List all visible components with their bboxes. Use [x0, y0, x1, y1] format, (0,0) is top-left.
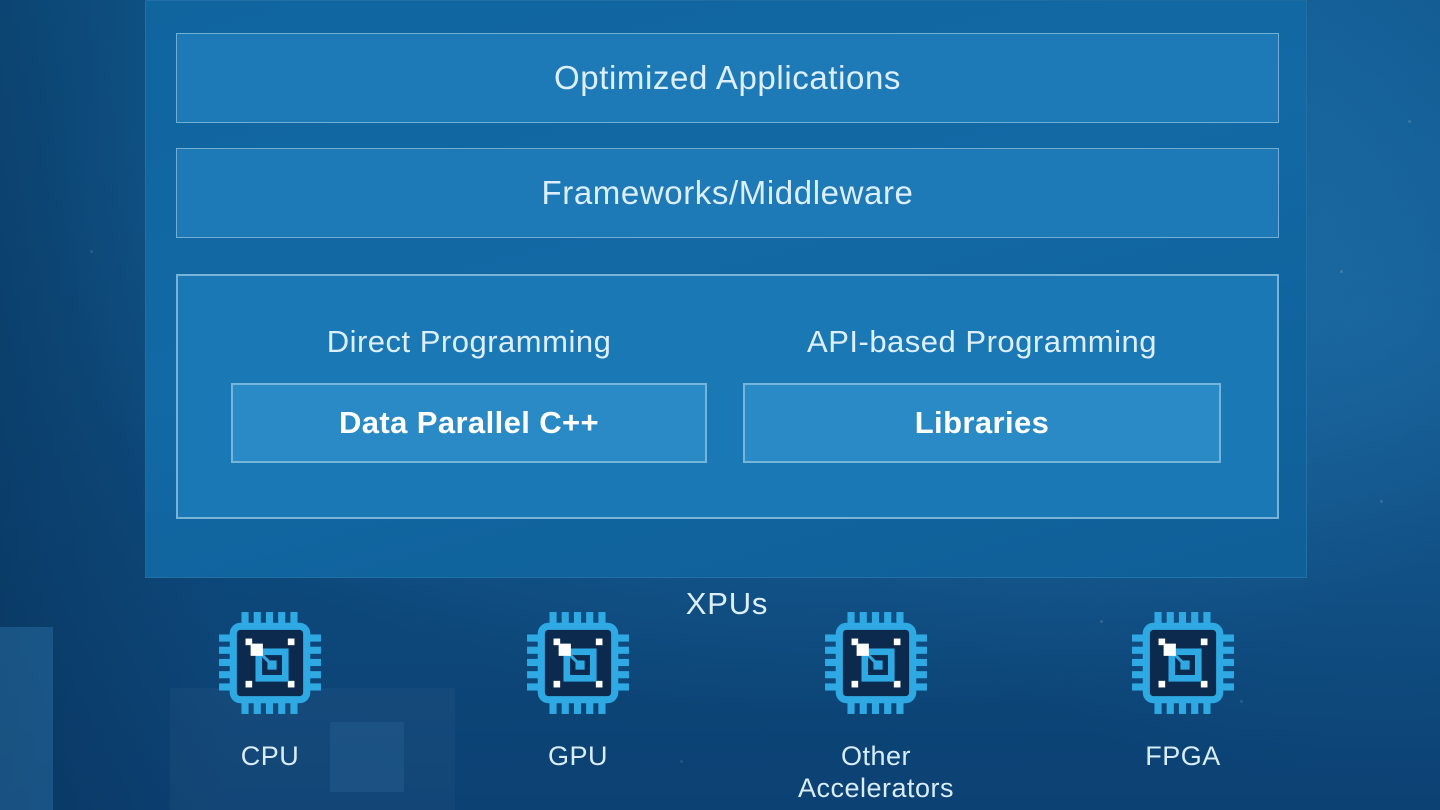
background-speckles	[0, 0, 3, 3]
data-parallel-cpp-label: Data Parallel C++	[338, 405, 600, 440]
data-parallel-cpp-box: Data Parallel C++	[231, 383, 707, 463]
decorative-rectangle	[0, 627, 53, 810]
libraries-box: Libraries	[743, 383, 1221, 463]
processor-chip-icon	[825, 612, 927, 714]
layer-programming-models: Direct Programming API-based Programming…	[176, 274, 1279, 519]
libraries-label: Libraries	[914, 405, 1050, 440]
direct-programming-heading: Direct Programming	[326, 324, 612, 359]
api-based-programming-heading: API-based Programming	[807, 324, 1157, 359]
xpus-title: XPUs	[685, 586, 769, 621]
xpu-item-cpu: CPU	[160, 610, 380, 773]
xpu-item-gpu: GPU	[468, 610, 688, 773]
decorative-rectangle	[330, 722, 404, 792]
layer-frameworks-middleware: Frameworks/Middleware	[176, 148, 1279, 238]
xpu-label: CPU	[240, 741, 300, 771]
xpu-item-other-accelerators: Other Accelerators	[766, 610, 986, 805]
xpu-label: FPGA	[1145, 741, 1221, 771]
layer-label: Optimized Applications	[553, 59, 902, 96]
layer-optimized-applications: Optimized Applications	[176, 33, 1279, 123]
processor-chip-icon	[219, 612, 321, 714]
software-stack-panel: Optimized Applications Frameworks/Middle…	[145, 0, 1307, 578]
processor-chip-icon	[1132, 612, 1234, 714]
layer-label: Frameworks/Middleware	[541, 174, 914, 211]
xpu-item-fpga: FPGA	[1073, 610, 1293, 773]
xpu-label: Other Accelerators	[797, 741, 955, 803]
xpu-label: GPU	[547, 741, 608, 771]
processor-chip-icon	[527, 612, 629, 714]
